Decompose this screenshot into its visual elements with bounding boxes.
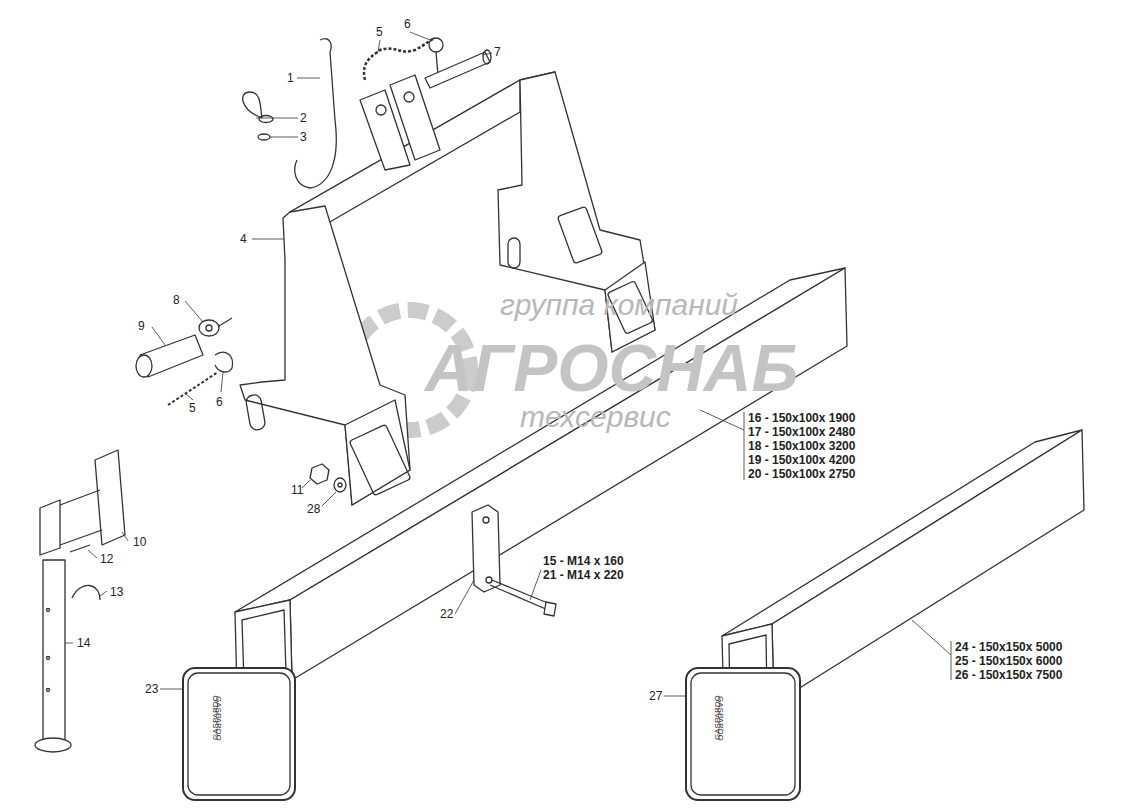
callout-number: 27 [649,690,662,702]
dimension-label: 16 - 150x100x 1900 [748,412,855,424]
callout-number: 1 [287,72,294,84]
callout-number: 13 [110,586,123,598]
callout-number: 12 [100,553,113,565]
callout-number: 22 [440,608,453,620]
callout-number: 9 [138,320,145,332]
watermark: АГРОСНАБ [425,335,798,401]
callout-number: 2 [300,112,307,124]
callout-number: 4 [240,233,247,245]
dimension-label: 21 - M14 x 220 [543,569,624,581]
callout-number: 14 [77,637,90,649]
dimension-label: 15 - M14 x 160 [543,555,624,567]
callout-number: 6 [404,18,411,30]
dimension-label: 17 - 150x100x 2480 [748,426,855,438]
callout-number: 7 [494,46,501,58]
callout-number: 5 [376,26,383,38]
watermark: техсервис [520,402,671,432]
watermark: группа компаний [500,290,738,320]
dimension-label: 19 - 150x100x 4200 [748,454,855,466]
callout-number: 5 [189,402,196,414]
dimension-label: 26 - 150x150x 7500 [955,669,1062,681]
dimension-label: 24 - 150x150x 5000 [955,641,1062,653]
callout-number: 28 [307,503,320,515]
callout-number: 10 [133,536,146,548]
dimension-label: 20 - 150x100x 2750 [748,468,855,480]
dimension-label: 25 - 150x150x 6000 [955,655,1062,667]
brand-text: GASPARDO [714,695,722,740]
callout-number: 6 [216,396,223,408]
callout-number: 23 [145,683,158,695]
callout-number: 11 [291,484,303,496]
callout-number: 3 [300,131,307,143]
brand-text: GASPARDO [212,695,220,740]
callout-number: 8 [173,294,180,306]
dimension-label: 18 - 150x100x 3200 [748,440,855,452]
